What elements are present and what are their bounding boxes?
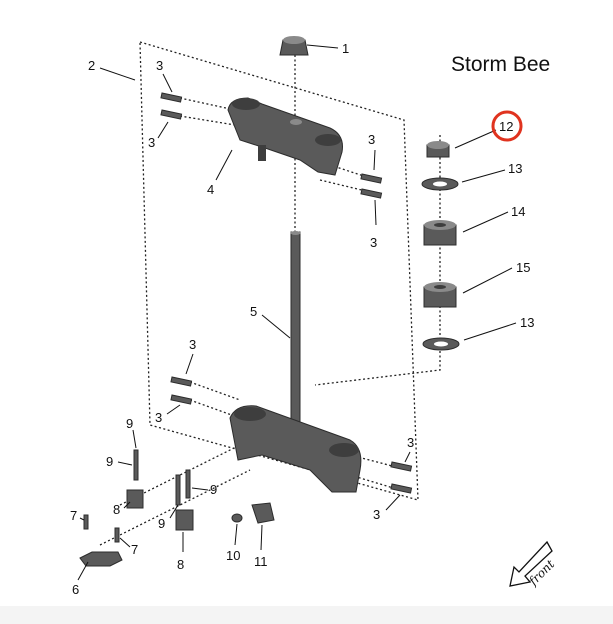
callout-13: 13 [520, 315, 534, 330]
callout-6: 6 [72, 582, 79, 597]
lower-triple-clamp [229, 405, 362, 493]
callout-13: 13 [508, 161, 522, 176]
callout-7: 7 [131, 542, 138, 557]
callout-3: 3 [156, 58, 163, 73]
part-4-upper-clamp [227, 97, 343, 176]
callout-4: 4 [207, 182, 214, 197]
diagram-title: Storm Bee [451, 53, 550, 76]
bolts-lower [170, 376, 413, 494]
callout-9: 9 [126, 416, 133, 431]
part-13-washer-upper [421, 177, 459, 191]
callout-8: 8 [177, 557, 184, 572]
callout-3: 3 [373, 507, 380, 522]
part-14-bearing [423, 220, 457, 246]
callout-12: 12 [499, 119, 513, 134]
callout-9: 9 [210, 482, 217, 497]
callout-3: 3 [368, 132, 375, 147]
callout-labels: 1 2 3 3 4 3 3 12 13 14 15 13 5 3 3 9 9 9… [70, 41, 534, 597]
callout-8: 8 [113, 502, 120, 517]
part-12-nut [426, 141, 450, 158]
highlight-circle [491, 110, 523, 142]
front-label: front [526, 557, 558, 589]
front-arrow-icon [509, 540, 553, 587]
leader-lines [77, 44, 517, 581]
bolts-upper [160, 92, 383, 199]
callout-1: 1 [342, 41, 349, 56]
part-13-washer-lower [422, 337, 460, 351]
callout-9: 9 [158, 516, 165, 531]
callout-15: 15 [516, 260, 530, 275]
callout-3: 3 [370, 235, 377, 250]
bottom-strip [0, 606, 613, 624]
callout-7: 7 [70, 508, 77, 523]
part-15-bearing [423, 282, 457, 308]
callout-9: 9 [106, 454, 113, 469]
callout-10: 10 [226, 548, 240, 563]
callout-5: 5 [250, 304, 257, 319]
callout-14: 14 [511, 204, 525, 219]
callout-11: 11 [254, 554, 268, 569]
callout-2: 2 [88, 58, 95, 73]
callout-3: 3 [189, 337, 196, 352]
part-5-steering-stem [290, 231, 301, 433]
callout-3: 3 [155, 410, 162, 425]
bearing-axis [314, 135, 441, 386]
callout-3: 3 [148, 135, 155, 150]
callout-3: 3 [407, 435, 414, 450]
small-parts [79, 449, 275, 567]
part-1-cap [279, 36, 309, 56]
